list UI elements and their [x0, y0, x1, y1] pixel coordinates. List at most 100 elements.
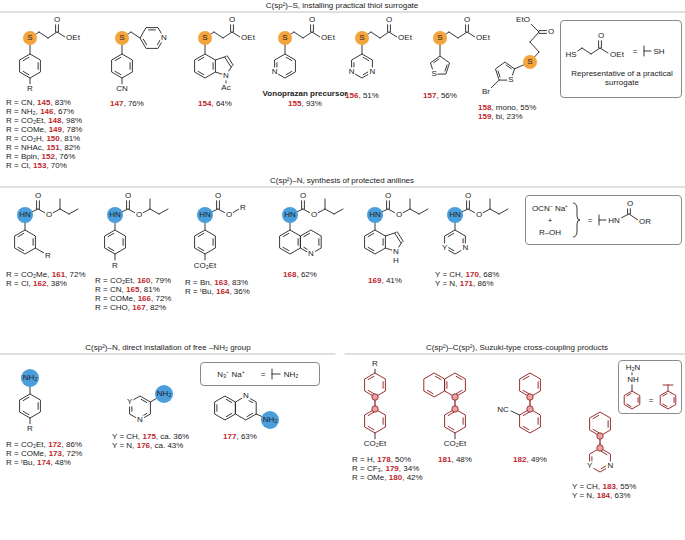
bond-line: [395, 233, 401, 243]
bond-line: [130, 63, 131, 70]
bond-line: [215, 57, 226, 61]
compound-number: 152: [42, 152, 55, 161]
atom-label: O: [34, 191, 42, 200]
compound-number: 176: [137, 441, 150, 450]
yield-text: , 83%: [228, 278, 248, 287]
biaryl-marker: [452, 406, 458, 412]
atom-label: S: [202, 33, 207, 42]
yield-text: , ca. 36%: [156, 432, 189, 441]
reagent-text: NH: [626, 375, 640, 384]
yield-text: R = CO₂Me,: [6, 270, 49, 279]
atom-label: S: [430, 70, 437, 79]
yield-text: , 82%: [146, 303, 166, 312]
bond-line: [23, 57, 29, 60]
yield-line: R = CO₂Et,172, 86%: [6, 440, 82, 449]
compound-number: 161: [52, 270, 65, 279]
compound-number: 165: [126, 285, 139, 294]
compound-number: 181: [438, 455, 451, 464]
yield-text: , 42%: [402, 473, 422, 482]
atom-marker: [21, 369, 39, 387]
yield-text: , 34%: [399, 464, 419, 473]
atom-label: CO₂Et: [193, 261, 218, 270]
yield-line: R = CF₃,179, 34%: [352, 464, 419, 473]
bond-line: [232, 32, 240, 37]
reagent-caption: Representative of a practical surrogate: [565, 69, 679, 87]
compound-number: 157: [423, 91, 436, 100]
yield-line: R = H,178, 50%: [352, 455, 411, 464]
yield-text: R = H,: [352, 455, 375, 464]
yield-line: 154, 64%: [198, 99, 232, 108]
yield-text: , 86%: [473, 279, 493, 288]
yield-text: , 67%: [54, 107, 74, 116]
yield-line: Y = CH,183, 55%: [572, 482, 636, 491]
atom-label: O: [308, 15, 316, 24]
compound-number: 162: [33, 279, 46, 288]
atom-label: NC: [496, 405, 510, 414]
bond-line: [386, 200, 387, 209]
yield-line: 182, 49%: [513, 455, 547, 464]
ring-outline: [520, 409, 541, 433]
bond-line: [18, 233, 24, 236]
yield-text: R = CN,: [6, 98, 35, 107]
bond-line: [123, 239, 124, 246]
bond-line: [226, 413, 232, 416]
bond-line: [383, 418, 384, 425]
bond-line: [383, 239, 384, 246]
atom-marker: [115, 31, 129, 45]
bond-line: [668, 385, 669, 391]
atom-label: CO₂Et: [193, 261, 218, 270]
compound-number: 180: [389, 473, 402, 482]
bond-line: [213, 239, 214, 246]
yield-text: , 41%: [381, 276, 401, 285]
yield-text: , 63%: [236, 432, 256, 441]
yield-line: Y = CH,175, ca. 36%: [112, 432, 189, 441]
yield-text: R = CN,: [95, 285, 124, 294]
atom-label: CN: [115, 84, 129, 93]
yield-text: , 82%: [60, 143, 80, 152]
bond-line: [198, 71, 204, 74]
compound-number: 174: [37, 458, 50, 467]
atom-label: HN: [199, 210, 211, 219]
reagent-text: HS: [564, 50, 577, 59]
atom-label: O: [299, 191, 307, 200]
atom-label: O: [135, 210, 143, 219]
bond-line: [385, 233, 396, 237]
bond-line: [608, 421, 609, 428]
atom-label: O: [308, 15, 316, 24]
bond-line: [303, 32, 312, 38]
atom-label: N: [462, 243, 470, 252]
bond-line: [108, 247, 114, 250]
compound-number: 159: [478, 112, 491, 121]
atom-marker: [198, 31, 212, 45]
bond-line: [663, 394, 667, 396]
compound-number: 153: [33, 161, 46, 170]
atom-label: O: [547, 27, 555, 36]
atom-label: S: [507, 76, 514, 85]
biaryl-marker: [597, 445, 603, 451]
atom-label: Ac: [220, 83, 231, 92]
atom-label: N: [222, 71, 230, 80]
bond-line: [60, 199, 61, 209]
atom-label: S: [527, 57, 532, 66]
bond-line: [126, 200, 127, 209]
yield-text: , 76%: [123, 99, 143, 108]
ring-outline: [365, 230, 386, 254]
yield-line: R = CO₂H,150, 81%: [6, 134, 80, 143]
ring-outline: [624, 391, 640, 409]
bond-line: [318, 239, 319, 246]
bond-line: [35, 248, 44, 253]
yield-text: , 78%: [62, 125, 82, 134]
atom-label: O: [464, 191, 472, 200]
bond-line: [599, 220, 606, 221]
yield-text: Y = N,: [572, 491, 594, 500]
yield-text: , 93%: [301, 99, 321, 108]
bond-line: [674, 398, 675, 403]
bond-line: [600, 48, 608, 53]
atom-label: N: [348, 67, 356, 76]
yield-text: R = CO₂Et,: [95, 276, 135, 285]
bond-line: [325, 209, 334, 214]
yield-text: R = OMe,: [352, 473, 386, 482]
atom-label: NH₂: [23, 373, 38, 382]
reagent-text: O: [626, 199, 634, 208]
bond-line: [39, 32, 48, 38]
